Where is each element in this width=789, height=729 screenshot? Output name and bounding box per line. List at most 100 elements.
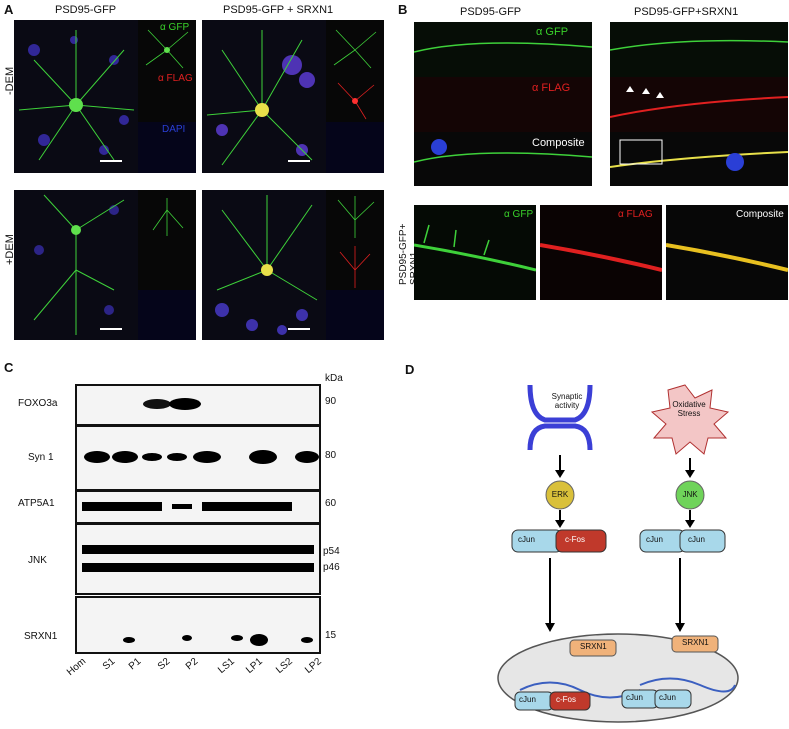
inset-a3-gfp bbox=[138, 190, 196, 240]
bands bbox=[82, 545, 314, 572]
pathway-diagram bbox=[497, 384, 739, 723]
dendrite-gfp bbox=[413, 224, 537, 272]
inset-a1-dapi: DAPI bbox=[138, 122, 196, 173]
micrograph-a2-main bbox=[202, 20, 326, 173]
lane-label: P1 bbox=[126, 656, 144, 673]
inset-dapi-label: DAPI bbox=[162, 124, 186, 135]
synaptic-activity-label: Synaptic activity bbox=[551, 392, 583, 410]
bands bbox=[82, 502, 292, 511]
panel-letter-c: C bbox=[4, 360, 14, 375]
inset-a2-flag bbox=[326, 71, 384, 122]
scale-bar bbox=[100, 328, 122, 330]
cfos-label: c-Fos bbox=[565, 535, 585, 544]
scale-bar bbox=[100, 160, 122, 162]
inset-flag-image bbox=[337, 82, 375, 120]
cjun-label: cJun bbox=[519, 695, 536, 704]
b-bottom-flag: α FLAG bbox=[618, 209, 653, 220]
neuron-image bbox=[202, 20, 326, 173]
panel-letter-a: A bbox=[4, 2, 14, 17]
inset-a4-flag bbox=[326, 240, 384, 290]
b-row-flag: α FLAG bbox=[532, 82, 571, 94]
inset-gfp-image bbox=[138, 20, 196, 71]
inset-a1-flag: α FLAG bbox=[138, 71, 196, 122]
oxidative-stress-label: Oxidative Stress bbox=[672, 400, 706, 418]
inset-a4-dapi bbox=[326, 290, 384, 340]
dendrite-image bbox=[413, 22, 593, 186]
inset-gfp-image bbox=[333, 29, 377, 69]
blot-srxn1 bbox=[75, 596, 321, 654]
cfos-label: c-Fos bbox=[556, 695, 576, 704]
kda-foxo3a: 90 bbox=[325, 396, 337, 407]
kda-srxn1: 15 bbox=[325, 630, 337, 641]
blot-syn1 bbox=[75, 425, 321, 491]
inset-gfp-label: α GFP bbox=[160, 22, 190, 33]
scale-bar bbox=[288, 328, 310, 330]
neuron-image bbox=[202, 190, 326, 340]
kda-jnk-p46: p46 bbox=[323, 562, 340, 573]
inset-gfp-image bbox=[152, 198, 184, 236]
blot-jnk bbox=[75, 523, 321, 595]
b-row-comp: Composite bbox=[532, 137, 585, 149]
lane-label: S2 bbox=[155, 656, 173, 673]
micrograph-b3-gfp: α GFP bbox=[413, 205, 537, 300]
lane-label: S1 bbox=[100, 656, 118, 673]
blot-label-syn1: Syn 1 bbox=[28, 452, 54, 463]
lane-label: LP2 bbox=[303, 656, 324, 676]
cjun-label: cJun bbox=[646, 535, 663, 544]
neuron-image bbox=[14, 190, 138, 340]
panel-letter-b: B bbox=[398, 2, 408, 17]
panel-a-col2-title: PSD95-GFP + SRXN1 bbox=[223, 4, 334, 16]
micrograph-a4-main bbox=[202, 190, 326, 340]
blot-atp5a1 bbox=[75, 490, 321, 524]
blot-label-srxn1: SRXN1 bbox=[24, 631, 58, 642]
b-row-gfp: α GFP bbox=[536, 26, 569, 38]
cjun-label: cJun bbox=[626, 693, 643, 702]
panel-a-col1-title: PSD95-GFP bbox=[55, 4, 117, 16]
erk-label: ERK bbox=[551, 490, 569, 499]
blot-foxo3a bbox=[75, 384, 321, 426]
kda-syn1: 80 bbox=[325, 450, 337, 461]
kda-header: kDa bbox=[325, 373, 343, 384]
bands bbox=[143, 398, 201, 410]
micrograph-a1-main bbox=[14, 20, 138, 173]
micrograph-b3-flag: α FLAG bbox=[539, 205, 663, 300]
bands bbox=[84, 450, 319, 464]
inset-a3-dapi bbox=[138, 290, 196, 340]
inset-flag-label: α FLAG bbox=[158, 73, 193, 84]
srxn1-label: SRXN1 bbox=[682, 638, 709, 647]
lane-label: LS2 bbox=[274, 656, 295, 676]
blot-label-jnk: JNK bbox=[28, 555, 47, 566]
blot-label-foxo3a: FOXO3a bbox=[18, 398, 58, 409]
panel-b-col1-title: PSD95-GFP bbox=[460, 6, 522, 18]
inset-gfp-image bbox=[337, 196, 375, 238]
micrograph-b2 bbox=[609, 22, 789, 186]
dendrite-image bbox=[609, 22, 789, 186]
bands bbox=[123, 634, 313, 646]
inset-flag-image bbox=[339, 246, 371, 288]
blot-label-atp5a1: ATP5A1 bbox=[18, 498, 55, 509]
srxn1-label: SRXN1 bbox=[580, 642, 607, 651]
inset-a2-gfp bbox=[326, 20, 384, 71]
kda-atp5a1: 60 bbox=[325, 498, 337, 509]
panel-letter-d: D bbox=[405, 362, 415, 377]
b-bottom-gfp: α GFP bbox=[504, 209, 534, 220]
jnk-label: JNK bbox=[682, 490, 698, 499]
neuron-image bbox=[14, 20, 138, 173]
inset-a1-gfp: α GFP bbox=[138, 20, 196, 71]
b-bottom-comp: Composite bbox=[736, 209, 784, 220]
inset-a2-dapi bbox=[326, 122, 384, 173]
lane-label: LP1 bbox=[244, 656, 265, 676]
inset-a3-flag bbox=[138, 240, 196, 290]
inset-a4-gfp bbox=[326, 190, 384, 240]
lane-label: LS1 bbox=[216, 656, 237, 676]
dendrite-composite bbox=[665, 243, 789, 272]
cjun-label: cJun bbox=[688, 535, 705, 544]
cjun-label: cJun bbox=[518, 535, 535, 544]
dendrite-flag bbox=[539, 243, 663, 272]
micrograph-a3-main bbox=[14, 190, 138, 340]
lane-label: P2 bbox=[183, 656, 201, 673]
kda-jnk-p54: p54 bbox=[323, 546, 340, 557]
micrograph-b3-comp: Composite bbox=[665, 205, 789, 300]
scale-bar bbox=[288, 160, 310, 162]
lane-label: Hom bbox=[64, 656, 89, 679]
